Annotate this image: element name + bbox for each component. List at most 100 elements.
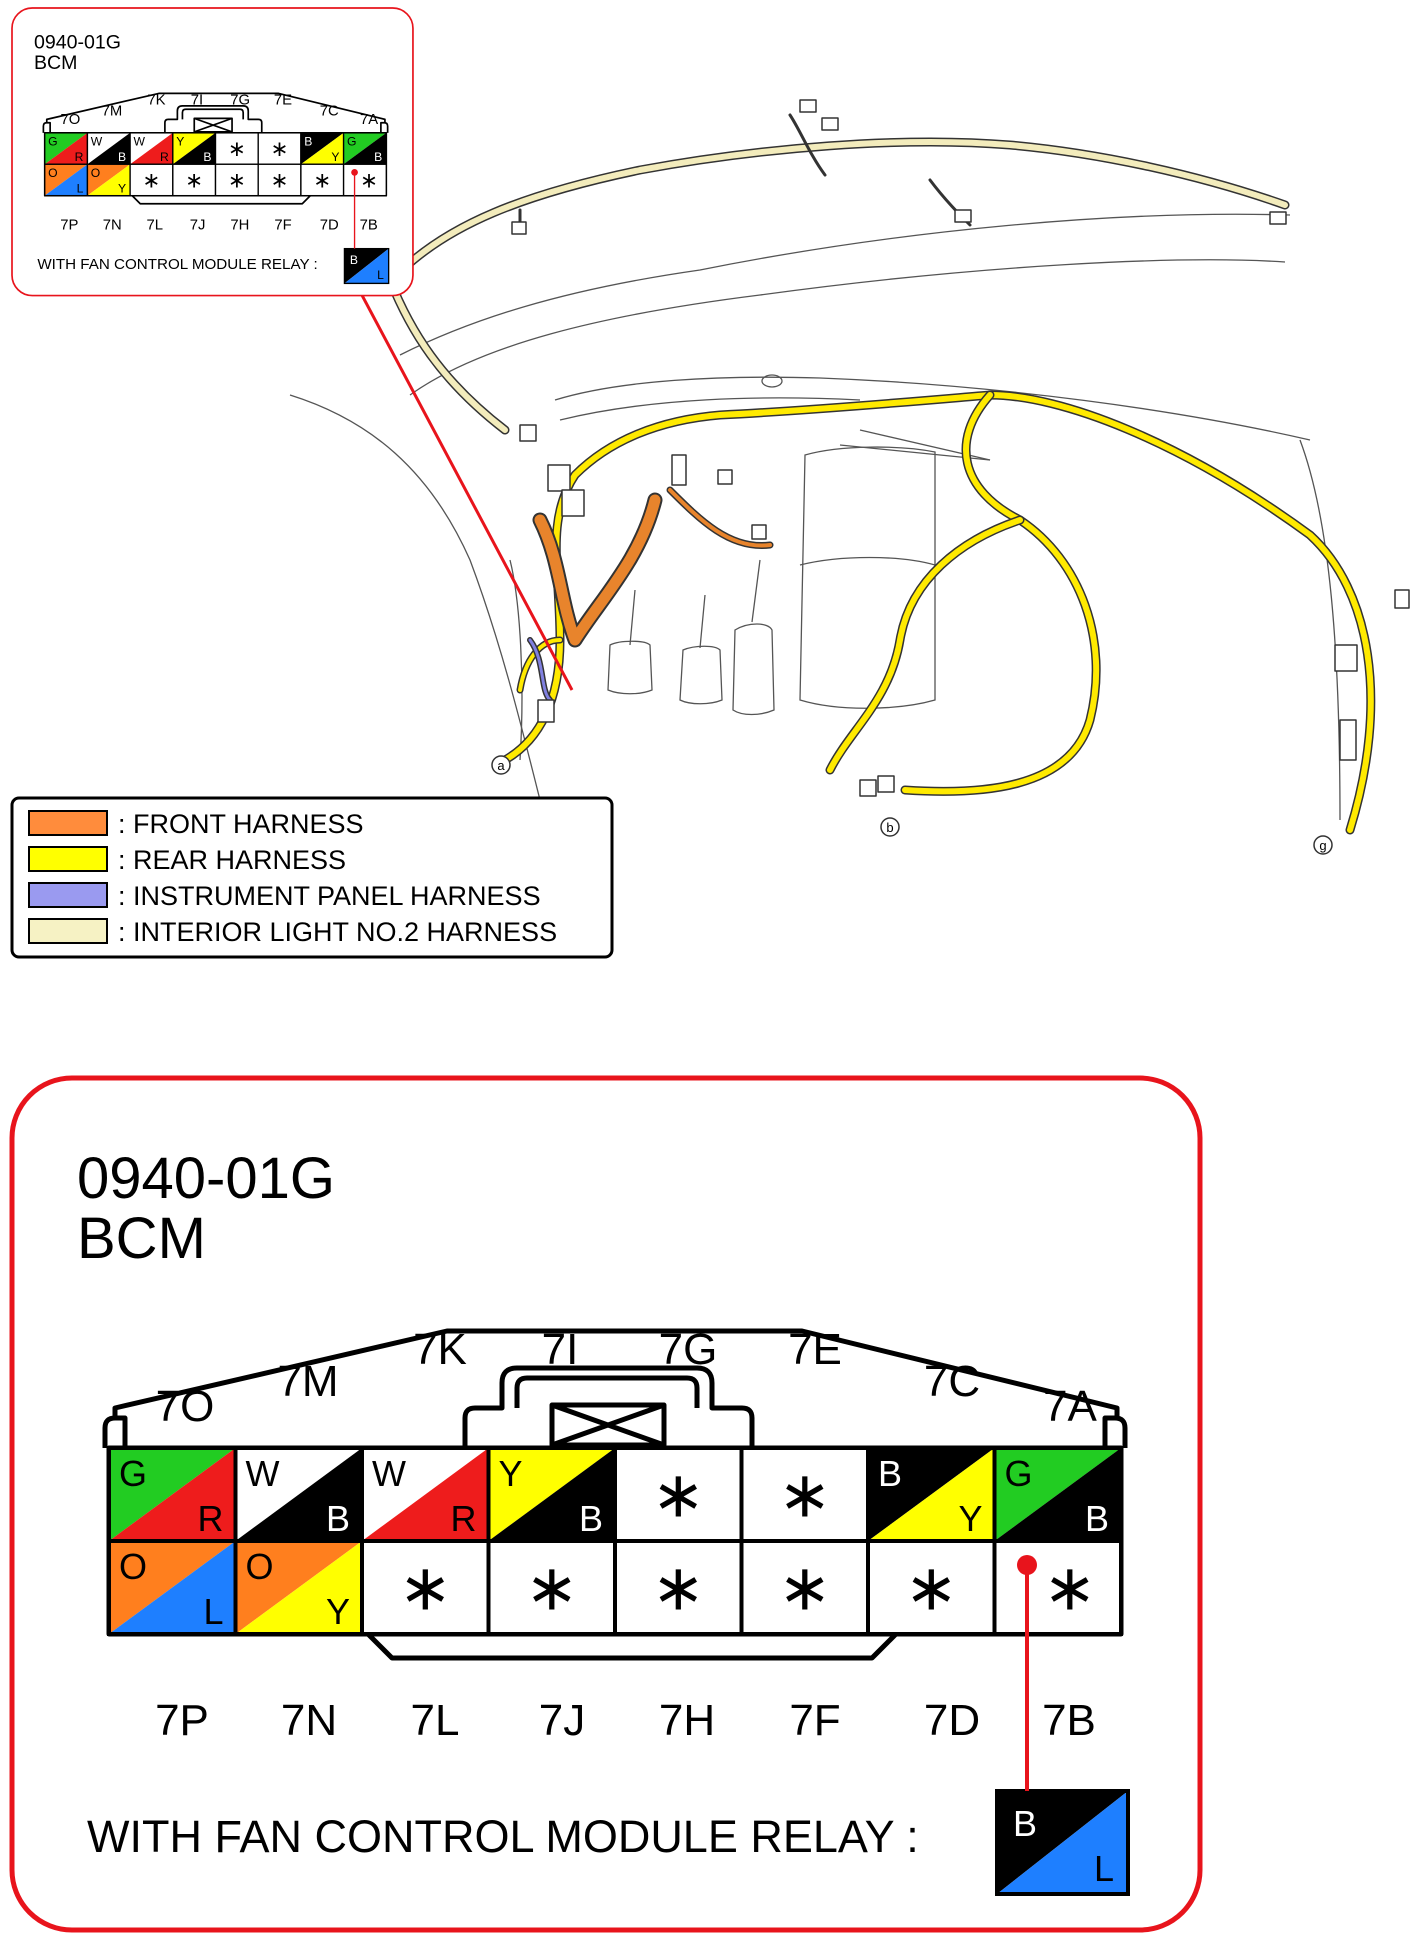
relay-pin-dot	[1017, 1555, 1037, 1575]
unused-terminal-mark: ∗	[651, 1459, 705, 1531]
legend-swatch-rear	[28, 846, 108, 872]
terminal-cell-7N: OY	[86, 163, 131, 197]
legend-item-interior-light: : INTERIOR LIGHT NO.2 HARNESS	[28, 917, 557, 947]
pin-label-7J: 7J	[190, 218, 206, 234]
pin-label-7N: 7N	[103, 218, 122, 234]
front-harness	[532, 486, 774, 648]
legend: : FRONT HARNESS : REAR HARNESS : INSTRUM…	[10, 796, 614, 959]
pin-label-7P: 7P	[60, 218, 78, 234]
terminal-cell-7N: OY	[233, 1539, 364, 1636]
terminal-cell-7H: ∗	[613, 1539, 744, 1636]
terminal-cell-7L: ∗	[360, 1539, 491, 1636]
terminal-cell-7E: ∗	[257, 132, 302, 165]
pin-label-7M: 7M	[102, 103, 123, 119]
pedal-middle	[679, 645, 723, 705]
terminal-cell-7F: ∗	[257, 163, 302, 197]
wire-color-code-stripe: L	[203, 1591, 223, 1632]
pedal-arms	[629, 559, 761, 649]
connector-mid-2	[717, 469, 733, 485]
wire-color-code-stripe: B	[118, 150, 126, 164]
pin-label-7F: 7F	[789, 1696, 840, 1745]
legend-label-instrument-panel: : INSTRUMENT PANEL HARNESS	[118, 881, 541, 911]
pin-label-7E: 7E	[788, 1325, 842, 1374]
terminal-cell-7M: WB	[86, 132, 131, 165]
svg-text:b: b	[886, 820, 893, 835]
column-cover	[799, 446, 936, 709]
legend-label-interior-light: : INTERIOR LIGHT NO.2 HARNESS	[118, 917, 557, 947]
unused-terminal-mark: ∗	[778, 1459, 832, 1531]
connector-roof-2	[821, 117, 839, 131]
connector-left-4	[537, 699, 555, 723]
pin-label-7D: 7D	[924, 1696, 980, 1745]
terminal-cell-7O: GR	[107, 1446, 238, 1543]
terminal-cell-7B: ∗	[342, 163, 387, 197]
connector-right-3	[1394, 589, 1410, 609]
terminal-cell-7E: ∗	[739, 1446, 870, 1543]
wire-color-code-primary: G	[119, 1453, 147, 1494]
wire-color-code-primary: B	[304, 135, 312, 149]
pin-label-7P: 7P	[155, 1696, 209, 1745]
relay-wire-swatch: B L	[343, 247, 390, 285]
unused-terminal-mark: ∗	[398, 1552, 452, 1624]
wire-color-code-primary: W	[246, 1453, 280, 1494]
terminal-cell-7H: ∗	[214, 163, 259, 197]
grommet	[761, 374, 783, 388]
pin-label-7C: 7C	[924, 1357, 980, 1406]
harness-connectors	[511, 99, 1410, 797]
pin-label-7D: 7D	[320, 218, 339, 234]
connector-name: BCM	[34, 52, 77, 74]
wire-color-code-stripe: R	[198, 1498, 224, 1539]
terminal-cell-7J: ∗	[172, 163, 217, 197]
unused-terminal-mark: ∗	[1043, 1552, 1097, 1624]
marker-b: b	[880, 817, 900, 837]
latch-inner	[514, 1375, 700, 1408]
wire-color-code-primary: W	[372, 1453, 406, 1494]
housing-top-edge	[112, 1328, 1120, 1418]
wire-color-code-primary: G	[48, 135, 57, 149]
legend-swatch-instrument-panel	[28, 882, 108, 908]
connector-mid-3	[751, 524, 767, 540]
connector-mid-1	[671, 454, 687, 486]
legend-item-front: : FRONT HARNESS	[28, 809, 364, 839]
unused-terminal-mark: ∗	[778, 1552, 832, 1624]
dash-top-line	[554, 376, 1311, 441]
connector-roof-3	[954, 209, 972, 223]
marker-a: a	[491, 755, 511, 775]
a-pillar-line	[289, 394, 541, 801]
interior-light-harness	[385, 113, 1290, 435]
pin-label-7B: 7B	[360, 218, 378, 234]
relay-note: WITH FAN CONTROL MODULE RELAY :	[37, 256, 317, 273]
connector-code: 0940-01G	[77, 1146, 335, 1211]
unused-terminal-mark: ∗	[271, 136, 289, 161]
unused-terminal-mark: ∗	[185, 167, 203, 192]
legend-item-rear: : REAR HARNESS	[28, 845, 346, 875]
relay-wire-code-2: L	[1094, 1848, 1114, 1889]
wire-color-code-primary: B	[878, 1453, 902, 1494]
connector-left-1	[519, 424, 537, 442]
housing-latch	[462, 1365, 755, 1448]
connector-b-1	[859, 779, 877, 797]
legend-frame	[10, 796, 614, 959]
connector-right-1	[1334, 644, 1358, 672]
wire-color-code-primary: G	[347, 135, 356, 149]
column-split	[799, 556, 936, 566]
terminal-cell-7P: OL	[44, 163, 89, 197]
wire-color-code-primary: W	[91, 135, 103, 149]
pin-label-7A: 7A	[1043, 1382, 1097, 1431]
pedal-right	[732, 623, 775, 716]
connector-roof-4	[1269, 211, 1287, 225]
relay-wire-code-1: B	[350, 253, 358, 267]
wire-color-code-stripe: Y	[958, 1498, 982, 1539]
wire-color-code-stripe: R	[75, 150, 84, 164]
legend-swatch-front	[28, 810, 108, 836]
terminal-cell-7K: WR	[129, 132, 174, 165]
latch-cross	[193, 117, 233, 133]
wire-color-code-stripe: B	[203, 150, 211, 164]
connector-right-2	[1339, 719, 1357, 761]
relay-wire-code-1: B	[1013, 1803, 1037, 1844]
wire-color-code-stripe: L	[77, 181, 84, 195]
legend-label-front: : FRONT HARNESS	[118, 809, 364, 839]
pin-label-7K: 7K	[147, 93, 165, 109]
